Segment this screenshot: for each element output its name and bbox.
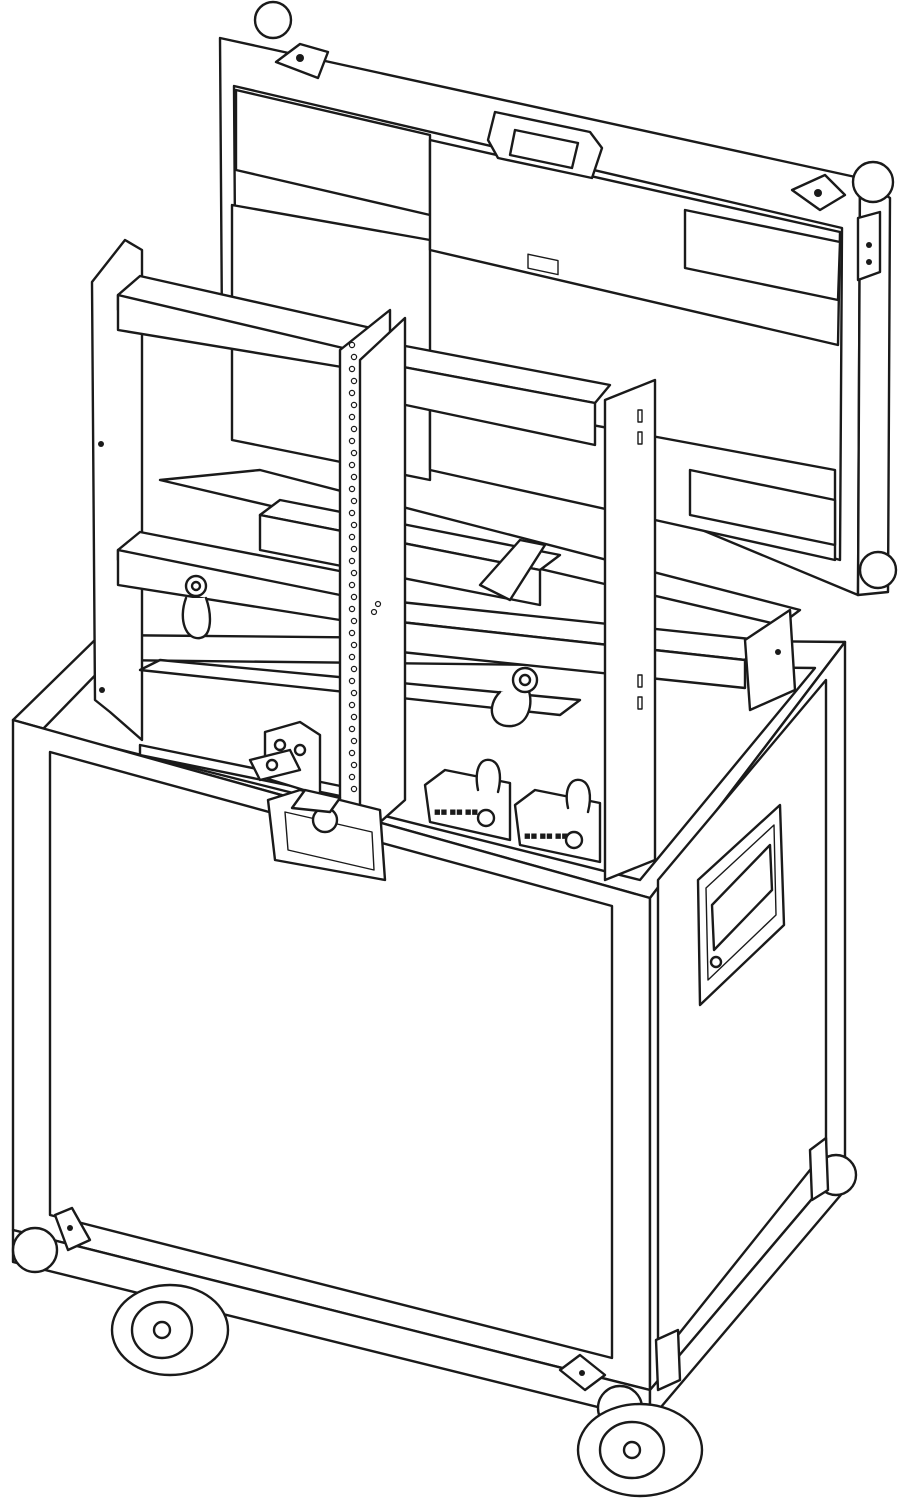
- frame-upright-right: [603, 378, 657, 882]
- perforation-hole: [350, 473, 358, 481]
- latch-plate: [266, 788, 387, 882]
- svg-text:■■ ■■ ■■: ■■ ■■ ■■: [524, 832, 568, 840]
- perforation-hole: [348, 701, 356, 709]
- handle-grip: [710, 843, 774, 952]
- perforation-hole: [348, 413, 356, 421]
- corner-bracket: [654, 1328, 682, 1392]
- shackle-upper-left: [181, 574, 212, 640]
- perforation-hole: [350, 401, 358, 409]
- perforation-hole: [348, 533, 356, 541]
- perforation-hole: [350, 425, 358, 433]
- connector-plate-left: ■■ ■■ ■■: [423, 758, 512, 842]
- perforation-hole: [348, 629, 356, 637]
- lid-handle: [486, 110, 604, 276]
- perforation-hole: [350, 761, 358, 769]
- lid: [218, 0, 898, 597]
- lid-foam-pocket: [683, 208, 842, 302]
- perforation-hole: [348, 653, 356, 661]
- perforation-hole: [350, 737, 358, 745]
- rigging-frame: [90, 238, 802, 882]
- latch-tab: [290, 788, 342, 814]
- perforation-hole: [350, 617, 358, 625]
- perforation-hole: [348, 509, 356, 517]
- perforated-bar-right: [358, 316, 407, 842]
- perforation-hole: [350, 689, 358, 697]
- perforation-hole: [348, 773, 356, 781]
- corner-ball: [858, 550, 898, 590]
- shackle-mid: [490, 666, 539, 728]
- perforation-hole: [350, 593, 358, 601]
- perforation-hole: [348, 485, 356, 493]
- svg-text:■■ ■■ ■■: ■■ ■■ ■■: [434, 808, 478, 816]
- corner-ball: [11, 1226, 59, 1274]
- side-handle: [696, 803, 786, 1007]
- perforated-holes: [348, 341, 358, 793]
- perforation-hole: [350, 497, 358, 505]
- lid-corners: [253, 0, 898, 590]
- perforation-hole: [348, 365, 356, 373]
- perforation-hole: [348, 581, 356, 589]
- lid-foam-inset: [688, 468, 837, 547]
- perforation-hole: [350, 713, 358, 721]
- front-latch: [266, 788, 387, 882]
- perforation-hole: [350, 449, 358, 457]
- caster-wheel-front-right: [576, 1402, 704, 1498]
- perforation-hole: [348, 341, 356, 349]
- frame-rear-end: [743, 608, 797, 712]
- lid-foam-shelf: [428, 138, 842, 347]
- perforation-hole: [348, 461, 356, 469]
- corner-ball: [253, 0, 293, 40]
- corner-bracket: [808, 1136, 830, 1202]
- perforation-hole: [348, 389, 356, 397]
- perforation-hole: [350, 785, 358, 793]
- perforation-hole: [348, 605, 356, 613]
- perforated-bar: [338, 308, 407, 842]
- perforation-hole: [350, 569, 358, 577]
- case-front-panel: [48, 750, 614, 1360]
- shackle: [475, 758, 502, 794]
- perforation-hole: [350, 641, 358, 649]
- perforation-hole: [348, 557, 356, 565]
- lid-handle-slot: [527, 253, 559, 276]
- latch-recess: [284, 811, 375, 871]
- shackle: [565, 778, 592, 814]
- connector-plate-small: [248, 720, 322, 797]
- perforation-hole: [348, 437, 356, 445]
- perforation-hole: [350, 545, 358, 553]
- perforation-hole: [350, 377, 358, 385]
- lid-handle-grip: [508, 128, 580, 170]
- perforation-hole: [350, 353, 358, 361]
- shackle: [181, 596, 212, 640]
- perforation-hole: [348, 725, 356, 733]
- perforation-hole: [350, 665, 358, 673]
- perforation-hole: [348, 749, 356, 757]
- perforation-hole: [350, 521, 358, 529]
- connector-plate-right: ■■ ■■ ■■: [513, 778, 602, 864]
- corner-ball: [851, 160, 895, 204]
- perforation-hole: [348, 677, 356, 685]
- frame-upright-left: [90, 238, 144, 742]
- shackle: [490, 686, 532, 728]
- frame-rear-bracket: [478, 538, 547, 602]
- case-body: [11, 633, 847, 1422]
- caster-wheel-front-left: [110, 1283, 230, 1377]
- handle-recess: [705, 824, 777, 981]
